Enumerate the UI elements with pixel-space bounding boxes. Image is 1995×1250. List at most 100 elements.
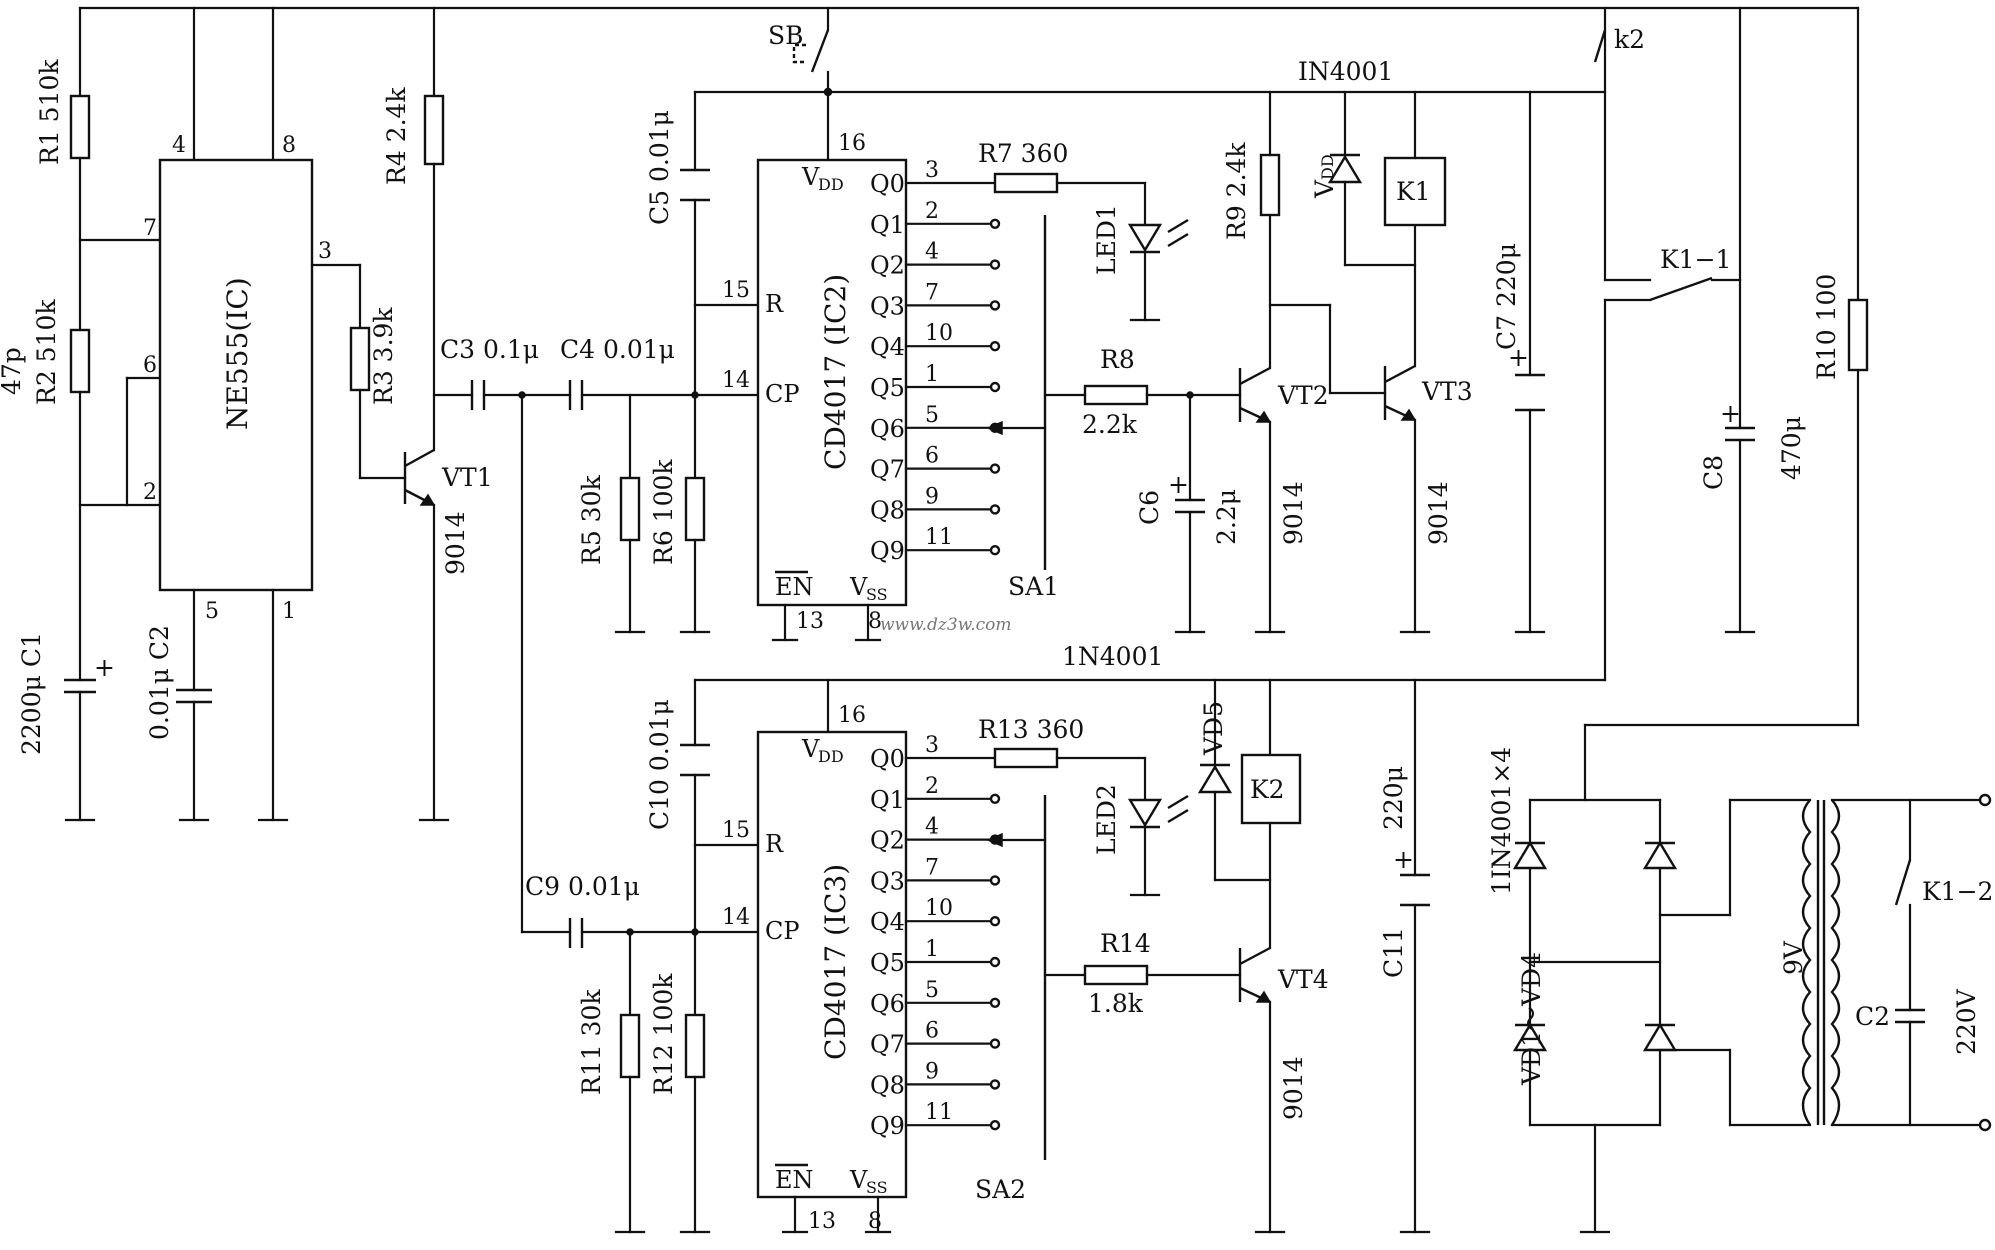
- ic3-pin-q0: 3: [925, 733, 939, 758]
- schematic-element: [1167, 232, 1189, 248]
- schematic-element: +: [1168, 470, 1189, 499]
- ic2-switch-contact[interactable]: [989, 300, 1001, 311]
- d2-label: 1N4001: [1062, 642, 1163, 671]
- schematic-element: [404, 448, 435, 468]
- c10-label: C10 0.01μ: [645, 699, 674, 830]
- k1-label: K1: [1396, 177, 1431, 206]
- ic3-output-q5: Q5: [870, 949, 905, 977]
- r11-label: R11 30k: [577, 989, 606, 1095]
- schematic-element: 2: [143, 480, 157, 505]
- schematic-element: [1255, 410, 1272, 423]
- schematic-element: [1255, 990, 1272, 1003]
- ic3-switch-contact[interactable]: [989, 1079, 1001, 1090]
- schematic-element: [684, 476, 706, 542]
- ic2-body: [756, 158, 908, 607]
- ic3-pin-q5: 1: [925, 937, 939, 962]
- c5-label: C5 0.01μ: [645, 110, 674, 225]
- ic2-switch-contact[interactable]: [989, 463, 1001, 474]
- ic3-body: [756, 730, 908, 1199]
- schematic-element: [1197, 764, 1233, 794]
- ic2-output-q0: Q0: [870, 170, 905, 198]
- sa1-wiper-arrow: [986, 420, 1003, 436]
- schematic-element: V: [849, 573, 868, 601]
- k2-switch-label: k2: [1614, 25, 1645, 54]
- schematic-element: +: [1393, 845, 1414, 874]
- ic3-output-q0: Q0: [870, 745, 905, 773]
- ic2-output-q6: Q6: [870, 415, 905, 443]
- schematic-element: [1239, 366, 1271, 386]
- ic2-pin-q4: 10: [925, 321, 953, 346]
- schematic-element: [810, 29, 830, 73]
- vt2-part: 9014: [1279, 481, 1308, 545]
- schematic-element: [619, 1013, 641, 1079]
- ic2-switch-contact[interactable]: [989, 545, 1001, 556]
- ic2-switch-contact[interactable]: [989, 218, 1001, 230]
- ic2-switch-contact[interactable]: [989, 259, 1001, 270]
- vt1-part: 9014: [441, 511, 470, 575]
- ic3-switch-contact[interactable]: [989, 956, 1001, 968]
- ic3-switch-contact[interactable]: [989, 1038, 1001, 1049]
- ic3-switch-contact[interactable]: [989, 875, 1001, 886]
- ic3-output-q7: Q7: [870, 1031, 905, 1059]
- schematic-element: V: [849, 1166, 868, 1194]
- schematic-element: [993, 172, 1059, 194]
- schematic-element: [1642, 1022, 1678, 1052]
- ic2-pin-q2: 4: [925, 240, 939, 265]
- schematic-element: 13: [796, 609, 824, 634]
- ic2-output-q4: Q4: [870, 333, 905, 361]
- schematic-element: [792, 43, 806, 64]
- schematic-element: [419, 493, 436, 506]
- ic2-switch-contact[interactable]: [989, 341, 1001, 352]
- ic3-switch-contact[interactable]: [989, 793, 1001, 804]
- schematic-element: 16: [838, 131, 866, 156]
- ic2-output-q3: Q3: [870, 292, 905, 320]
- schematic-element: [1186, 391, 1194, 399]
- schematic-element: [69, 94, 91, 160]
- ic2-pin-q7: 6: [925, 444, 939, 469]
- ic2-output-q1: Q1: [870, 211, 905, 239]
- ic2-switch-contact[interactable]: [989, 381, 1001, 393]
- ic3-output-q1: Q1: [870, 786, 905, 814]
- vd5-label: VD5: [1199, 701, 1228, 756]
- schematic-element: [1978, 1118, 1992, 1132]
- schematic-element: [1259, 153, 1281, 217]
- sa2-label: SA2: [975, 1175, 1026, 1204]
- vt4-label: VT4: [1277, 965, 1329, 994]
- k12-label: K1−2: [1922, 877, 1993, 906]
- ic2-switch-contact[interactable]: [989, 504, 1001, 515]
- transformer-voltage: 9V: [1779, 940, 1808, 975]
- schematic-element: [1167, 794, 1189, 810]
- ic2-output-q7: Q7: [870, 456, 905, 484]
- ic3-output-q8: Q8: [870, 1071, 905, 1099]
- ne555-section: R1 510k R2 510k 47p + 2200μ C1 NE555(IC)…: [0, 59, 760, 934]
- schematic-element: [69, 328, 91, 394]
- sa1-label: SA1: [1008, 572, 1059, 601]
- vt1-label: VT1: [441, 463, 493, 492]
- r4-label: R4 2.4k: [382, 87, 411, 185]
- schematic-element: 14: [722, 905, 750, 930]
- schematic-element: [1593, 29, 1607, 63]
- ic2-section: C5 0.01μ R5 30k R6 100k CD4017 (IC2) VDD…: [577, 6, 1869, 642]
- schematic-element: [1167, 218, 1189, 234]
- r2-label: R2 510k: [32, 299, 61, 405]
- r9-label: R9 2.4k: [1222, 142, 1251, 240]
- c1-label: 2200μ C1: [17, 632, 46, 755]
- ic3-switch-contact[interactable]: [989, 1119, 1001, 1131]
- schematic-element: [1512, 1022, 1548, 1052]
- vt3-label: VT3: [1421, 377, 1473, 406]
- ic2-name: CD4017 (IC2): [819, 274, 852, 470]
- power-supply: 1IN4001×4 VD1～VD4 9V K1−2 C2 220V: [1487, 747, 1993, 1234]
- c8-label: C8: [1699, 455, 1728, 490]
- ic2-pin-q9: 11: [925, 525, 953, 550]
- schematic-element: EN: [775, 573, 814, 601]
- schematic-element: [423, 94, 445, 166]
- led2-label: LED2: [1092, 784, 1121, 855]
- led1-label: LED1: [1092, 204, 1121, 275]
- schematic-element: [1894, 859, 1912, 906]
- ic3-switch-contact[interactable]: [989, 916, 1001, 927]
- schematic-element: 3: [318, 239, 332, 264]
- c1-plus: +: [94, 653, 115, 682]
- ic3-switch-contact[interactable]: [989, 997, 1001, 1008]
- r6-label: R6 100k: [649, 459, 678, 565]
